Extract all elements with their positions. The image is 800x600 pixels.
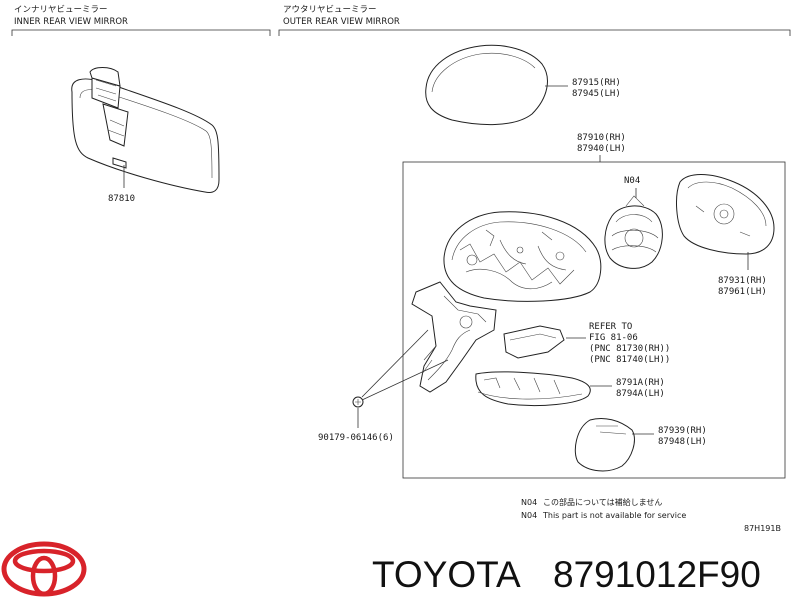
brand-name: TOYOTA: [372, 554, 521, 595]
screw-drawing: [352, 396, 364, 408]
part-87939-label: 87939(RH): [658, 426, 707, 436]
inner-section-bracket: [11, 29, 271, 36]
part-87945-label: 87945(LH): [572, 89, 621, 99]
outer-mirror-title-en: OUTER REAR VIEW MIRROR: [283, 17, 400, 27]
leader-screw-1: [361, 329, 429, 398]
leader-screw-2: [361, 359, 449, 401]
part-87810-label: 87810: [108, 194, 135, 204]
mirror-cover-drawing: [425, 44, 548, 126]
brand-part-number: 8791012F90: [553, 554, 761, 595]
n04-label: N04: [624, 176, 640, 186]
part-87915-label: 87915(RH): [572, 78, 621, 88]
note-code-2: N04: [521, 511, 537, 520]
outer-mirror-title-jp: アウタリヤビューミラー: [283, 5, 377, 15]
skull-cap-drawing: [574, 417, 635, 472]
mirror-actuator-drawing: [604, 195, 663, 269]
part-87931-label: 87931(RH): [718, 276, 767, 286]
part-87940-label: 87940(LH): [577, 144, 626, 154]
part-8791a-label: 8791A(RH): [616, 378, 665, 388]
mirror-base-drawing: [411, 281, 497, 393]
refer-line-4: (PNC 81740(LH)): [589, 355, 670, 365]
part-87910-label: 87910(RH): [577, 133, 626, 143]
mirror-housing-drawing: [443, 211, 602, 302]
side-turn-lamp-drawing: [503, 325, 565, 359]
toyota-logo: [1, 541, 87, 597]
lower-cover-drawing: [475, 371, 591, 407]
note-code-1: N04: [521, 498, 537, 507]
refer-line-2: FIG 81-06: [589, 333, 638, 343]
inner-mirror-title-jp: インナリヤビューミラー: [14, 5, 108, 15]
assembly-box: [402, 161, 786, 479]
inner-mirror-drawing: [71, 67, 220, 193]
refer-line-1: REFER TO: [589, 322, 632, 332]
refer-line-3: (PNC 81730(RH)): [589, 344, 670, 354]
part-87961-label: 87961(LH): [718, 287, 767, 297]
mirror-glass-drawing: [676, 174, 775, 255]
part-90179-label: 90179-06146(6): [318, 433, 394, 443]
note-en: This part is not available for service: [542, 511, 686, 520]
outer-section-bracket: [278, 29, 791, 36]
inner-mirror-title-en: INNER REAR VIEW MIRROR: [14, 17, 128, 27]
part-87948-label: 87948(LH): [658, 437, 707, 447]
figure-code: 87H191B: [744, 524, 781, 533]
note-jp: この部品については補給しません: [543, 497, 662, 507]
part-8794a-label: 8794A(LH): [616, 389, 665, 399]
